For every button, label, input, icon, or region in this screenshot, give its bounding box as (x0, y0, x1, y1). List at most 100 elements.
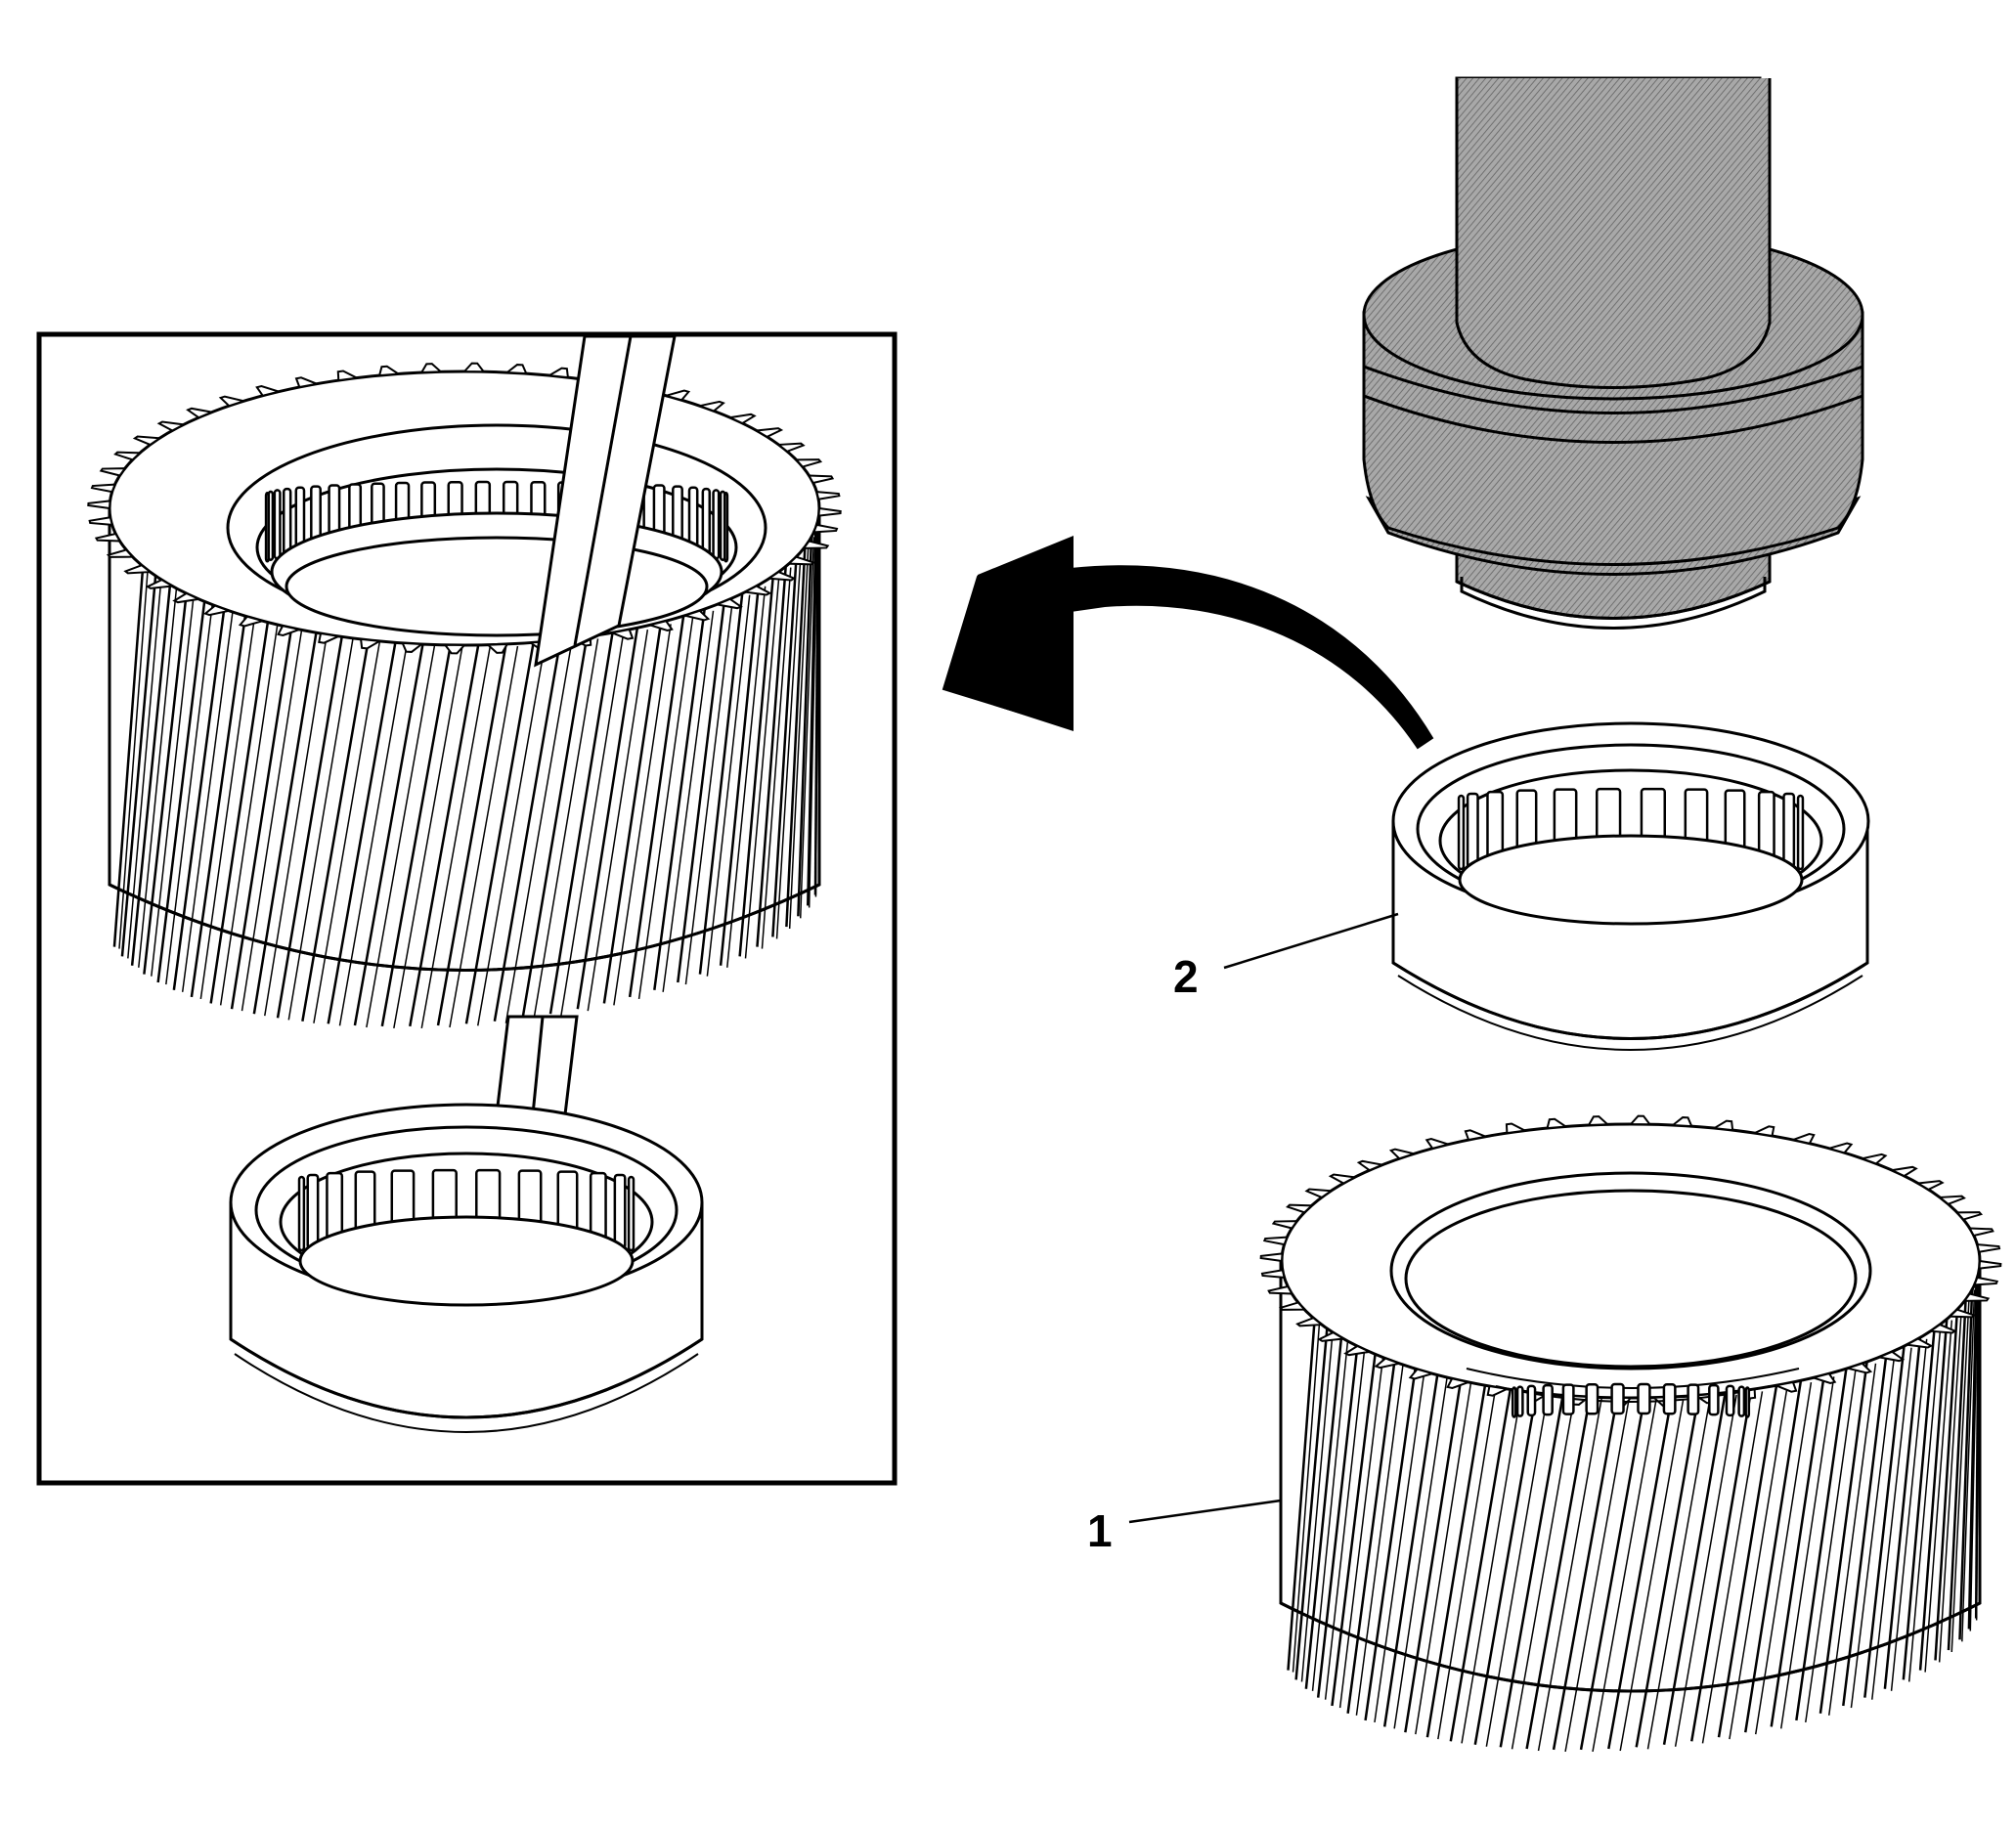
roller-slot (1561, 1383, 1575, 1415)
gear-tooth (1875, 1350, 1906, 1363)
gear-tooth (132, 435, 163, 447)
line-work (785, 544, 807, 928)
line-work (338, 644, 408, 1026)
arrow-head (943, 536, 1074, 731)
roller-slot (701, 487, 712, 559)
line-work (420, 646, 491, 1029)
line-work (118, 567, 150, 949)
gear-tooth (794, 458, 823, 468)
line-work (1969, 1279, 1979, 1631)
line-work (1579, 1397, 1646, 1751)
line-work (521, 636, 589, 1019)
callout-1-label: 1 (1087, 1505, 1113, 1556)
gear-tooth (766, 570, 797, 582)
gear-tooth (807, 474, 835, 485)
line-work (353, 643, 424, 1026)
roller-slot (627, 1175, 635, 1252)
roller-slot (1708, 1383, 1720, 1416)
gear-tooth (1317, 1331, 1347, 1342)
helical-gear-item-1 (1259, 1114, 2002, 1753)
gear-teeth (1287, 1266, 1980, 1753)
roller-slot (1796, 794, 1805, 871)
gear-tooth (1904, 1337, 1934, 1349)
roller-slot (1466, 792, 1479, 869)
line-work (761, 567, 792, 949)
removal-direction-arrow (942, 536, 1434, 750)
line-work (1287, 1318, 1316, 1671)
line-work (127, 577, 162, 959)
line-work (209, 622, 270, 1004)
press-driver-tool (1362, 76, 1864, 630)
gear-tooth (359, 637, 383, 650)
gear-tooth (1295, 1317, 1325, 1327)
roller-slot (1744, 1386, 1751, 1418)
gear-tooth (1825, 1142, 1854, 1154)
line-work (1890, 1338, 1928, 1691)
line-work (587, 630, 649, 1012)
roller-slot (306, 1173, 320, 1250)
gear-tooth (1962, 1292, 1991, 1302)
line-work (1827, 1363, 1877, 1716)
gear-tooth (1356, 1159, 1386, 1172)
gear-tooth (218, 395, 248, 408)
line-work (726, 586, 767, 968)
line-work (493, 639, 562, 1022)
line-work (1795, 1368, 1848, 1721)
gear-tooth (1464, 1129, 1490, 1142)
line-work (1729, 1387, 1788, 1740)
gear-tooth (1978, 1259, 2002, 1270)
gear-tooth (1286, 1203, 1314, 1214)
line-work (436, 643, 507, 1026)
line-work (1292, 1320, 1321, 1673)
callout-2: 2 (1173, 912, 1399, 1002)
line-work (1393, 1376, 1448, 1729)
line-work (264, 634, 329, 1017)
line-work (476, 644, 547, 1026)
gear-tooth (1711, 1119, 1734, 1132)
gear-tooth (1937, 1195, 1966, 1205)
line-work (1346, 1361, 1396, 1714)
roller-slot (1526, 1384, 1537, 1417)
gear-tooth (443, 643, 467, 655)
gear-tooth (1914, 1180, 1945, 1191)
line-work (1473, 1392, 1538, 1745)
gear-tooth (1328, 1173, 1358, 1185)
line-work (1552, 1397, 1619, 1751)
gear-tooth (1888, 1165, 1918, 1178)
line-work (1355, 1363, 1404, 1716)
gear-tooth (485, 642, 509, 654)
line-work (1537, 1398, 1602, 1752)
gear-tooth (1954, 1211, 1984, 1221)
line-work (1338, 1355, 1384, 1709)
roller-slot (1585, 1382, 1600, 1415)
line-work (1701, 1391, 1764, 1744)
line-work (313, 641, 381, 1023)
gear-tooth (1587, 1115, 1610, 1127)
line-work (1437, 1387, 1497, 1740)
line-work (1449, 1389, 1512, 1742)
line-work (1975, 1268, 1980, 1621)
line-work (181, 610, 234, 992)
line-work (1331, 1353, 1377, 1707)
line-work (1850, 1355, 1896, 1709)
line-work (190, 615, 247, 998)
line-work (1863, 1345, 1906, 1698)
line-work (1294, 1327, 1329, 1680)
gear-tooth (88, 516, 113, 526)
line-work (706, 594, 751, 977)
gear-tooth (172, 591, 202, 604)
inset-pry-tool (495, 334, 677, 1116)
line-work (1374, 1370, 1425, 1723)
gear-tooth (1751, 1125, 1775, 1138)
line-work (1947, 1297, 1967, 1651)
line-work (653, 608, 706, 990)
line-work (301, 639, 370, 1022)
line-work (1934, 1308, 1959, 1661)
gear-tooth (786, 555, 815, 566)
line-work (287, 638, 354, 1021)
line-work (393, 646, 463, 1029)
line-work (1819, 1361, 1868, 1714)
line-work (1646, 1397, 1711, 1750)
roller-slot (297, 1175, 306, 1252)
line-work (613, 624, 672, 1006)
